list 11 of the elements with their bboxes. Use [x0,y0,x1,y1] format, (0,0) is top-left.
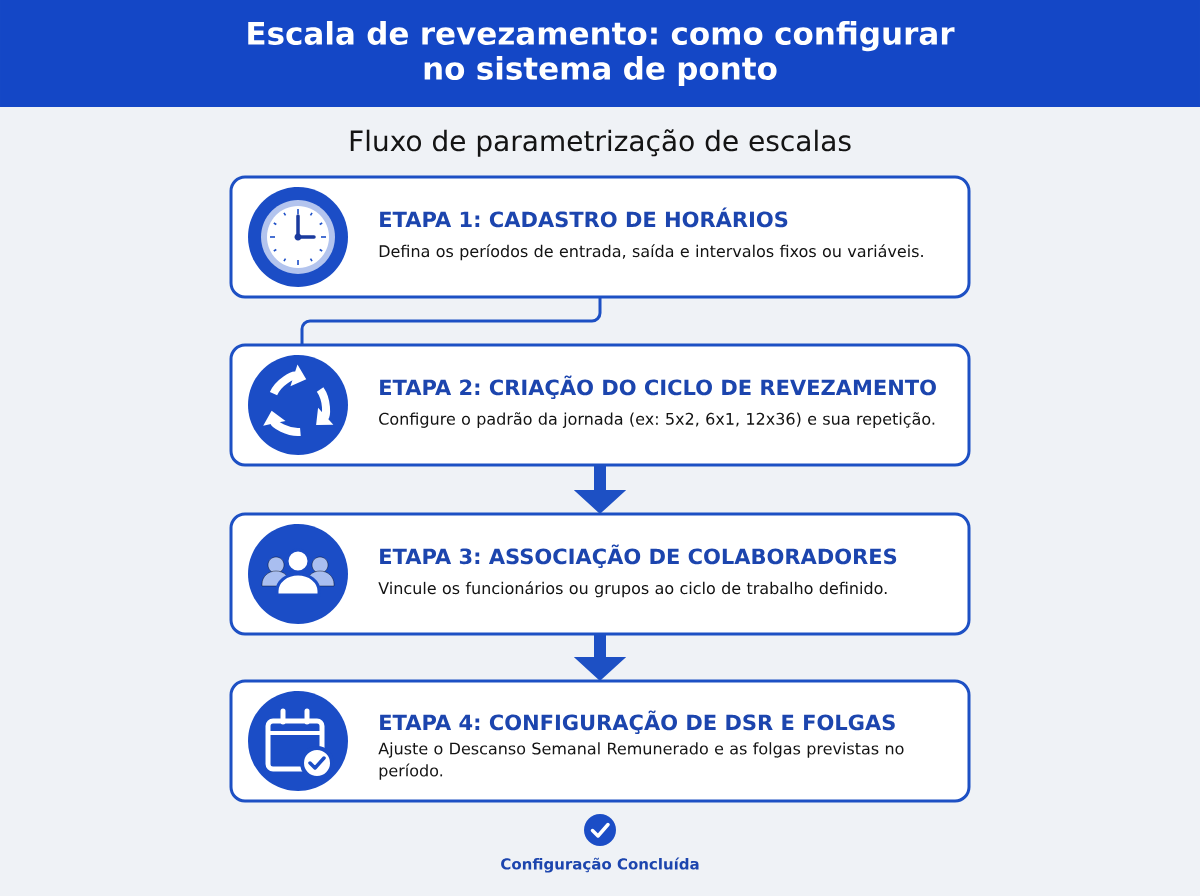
step-description: Defina os períodos de entrada, saída e intervalos fixos ou variáveis. [379,244,923,261]
title-banner: Escala de revezamento: como configurar no sistema de ponto [0,0,1200,107]
step-heading: ETAPA 2: CRIAÇÃO DO CICLO DE REVEZAMENTO [380,375,936,400]
connector-line [300,297,602,345]
step-description: Configure o padrão da jornada (ex: 5x2, 6x1, 12x36) e sua repetição. [379,412,935,428]
status-text: Configuração Concluída [501,857,699,873]
step-description: Vincule os funcionários ou grupos ao ciclo de trabalho definido. [378,581,887,598]
step-heading: ETAPA 4: CONFIGURAÇÃO DE DSR E FOLGAS [380,710,895,735]
step-description: Ajuste o Descanso Semanal Remunerado e as folgas previstas no período. [378,742,904,780]
step-heading: ETAPA 1: CADASTRO DE HORÁRIOS [380,207,788,228]
step-heading: ETAPA 3: ASSOCIAÇÃO DE COLABORADORES [380,544,897,569]
